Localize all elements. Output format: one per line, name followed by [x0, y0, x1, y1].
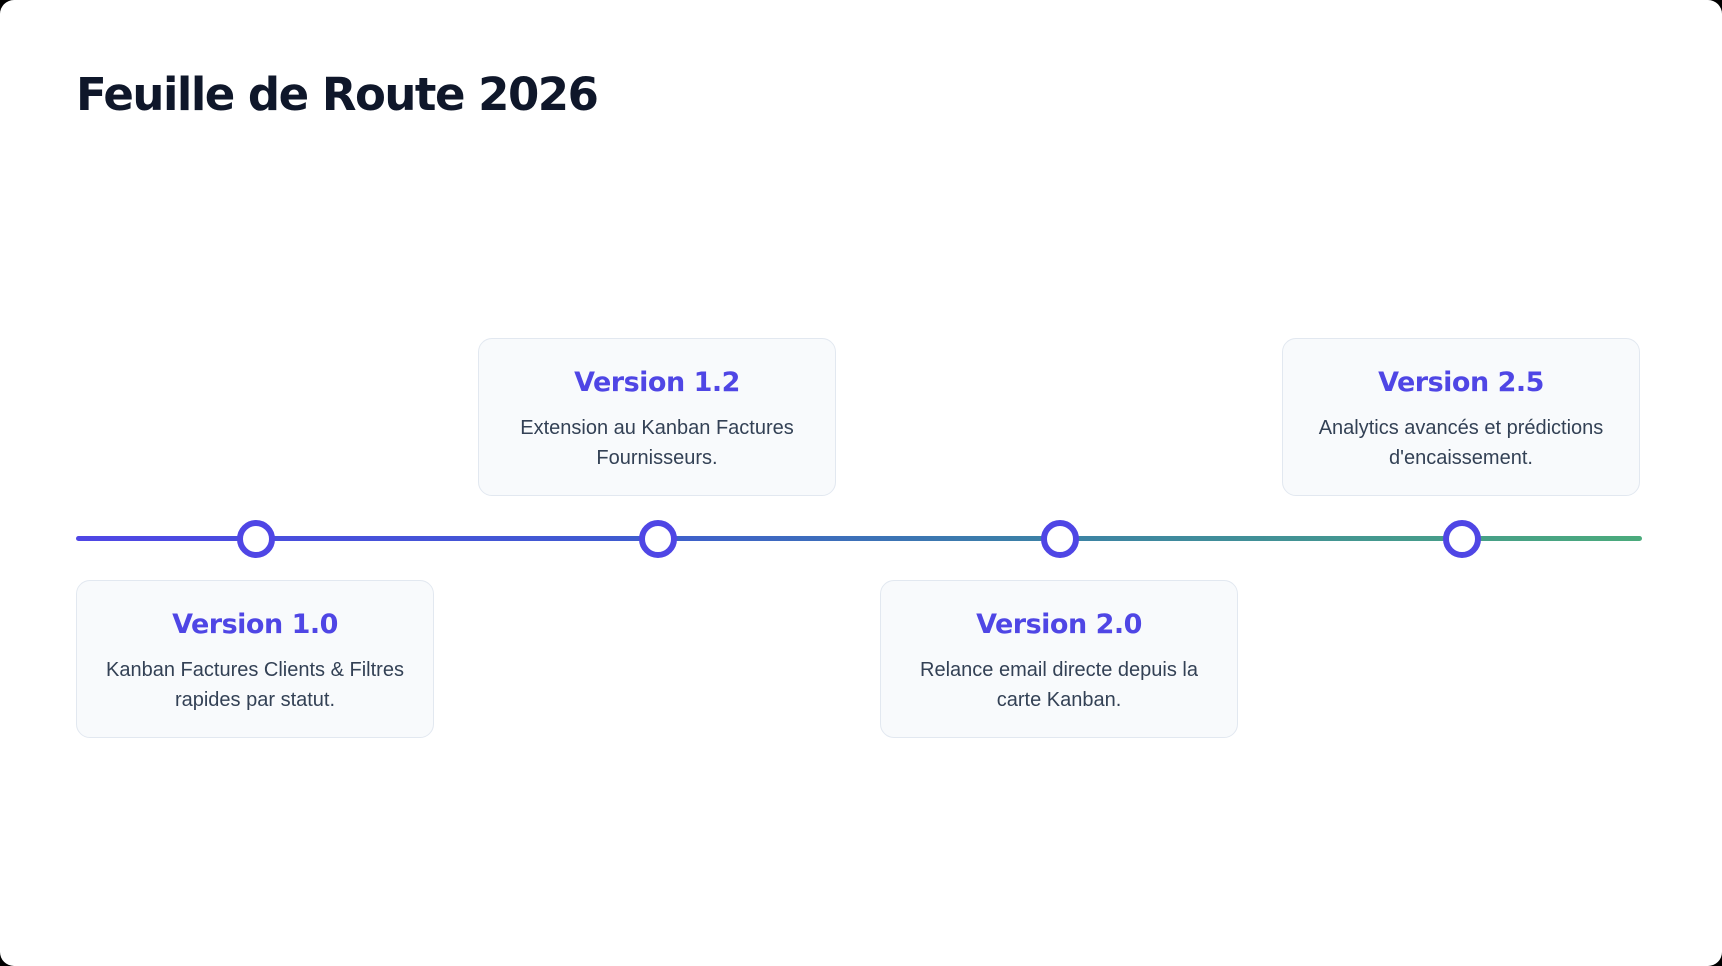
milestone-node-3 [1041, 520, 1079, 558]
milestone-node-2 [639, 520, 677, 558]
timeline-line [76, 536, 1642, 541]
milestone-card-1: Version 1.0 Kanban Factures Clients & Fi… [76, 580, 434, 738]
milestone-node-4 [1443, 520, 1481, 558]
milestone-version: Version 2.0 [976, 609, 1142, 640]
milestone-version: Version 1.2 [574, 367, 740, 398]
page-title: Feuille de Route 2026 [76, 68, 599, 121]
milestone-description: Analytics avancés et prédictions d'encai… [1318, 417, 1604, 469]
milestone-node-1 [237, 520, 275, 558]
milestone-description: Kanban Factures Clients & Filtres rapide… [106, 659, 404, 711]
milestone-description: Relance email directe depuis la carte Ka… [920, 659, 1198, 711]
milestone-card-3: Version 2.0 Relance email directe depuis… [880, 580, 1238, 738]
milestone-version: Version 2.5 [1378, 367, 1544, 398]
milestone-card-2: Version 1.2 Extension au Kanban Factures… [478, 338, 836, 496]
milestone-card-4: Version 2.5 Analytics avancés et prédict… [1282, 338, 1640, 496]
milestone-version: Version 1.0 [172, 609, 338, 640]
milestone-description: Extension au Kanban Factures Fournisseur… [520, 417, 794, 469]
